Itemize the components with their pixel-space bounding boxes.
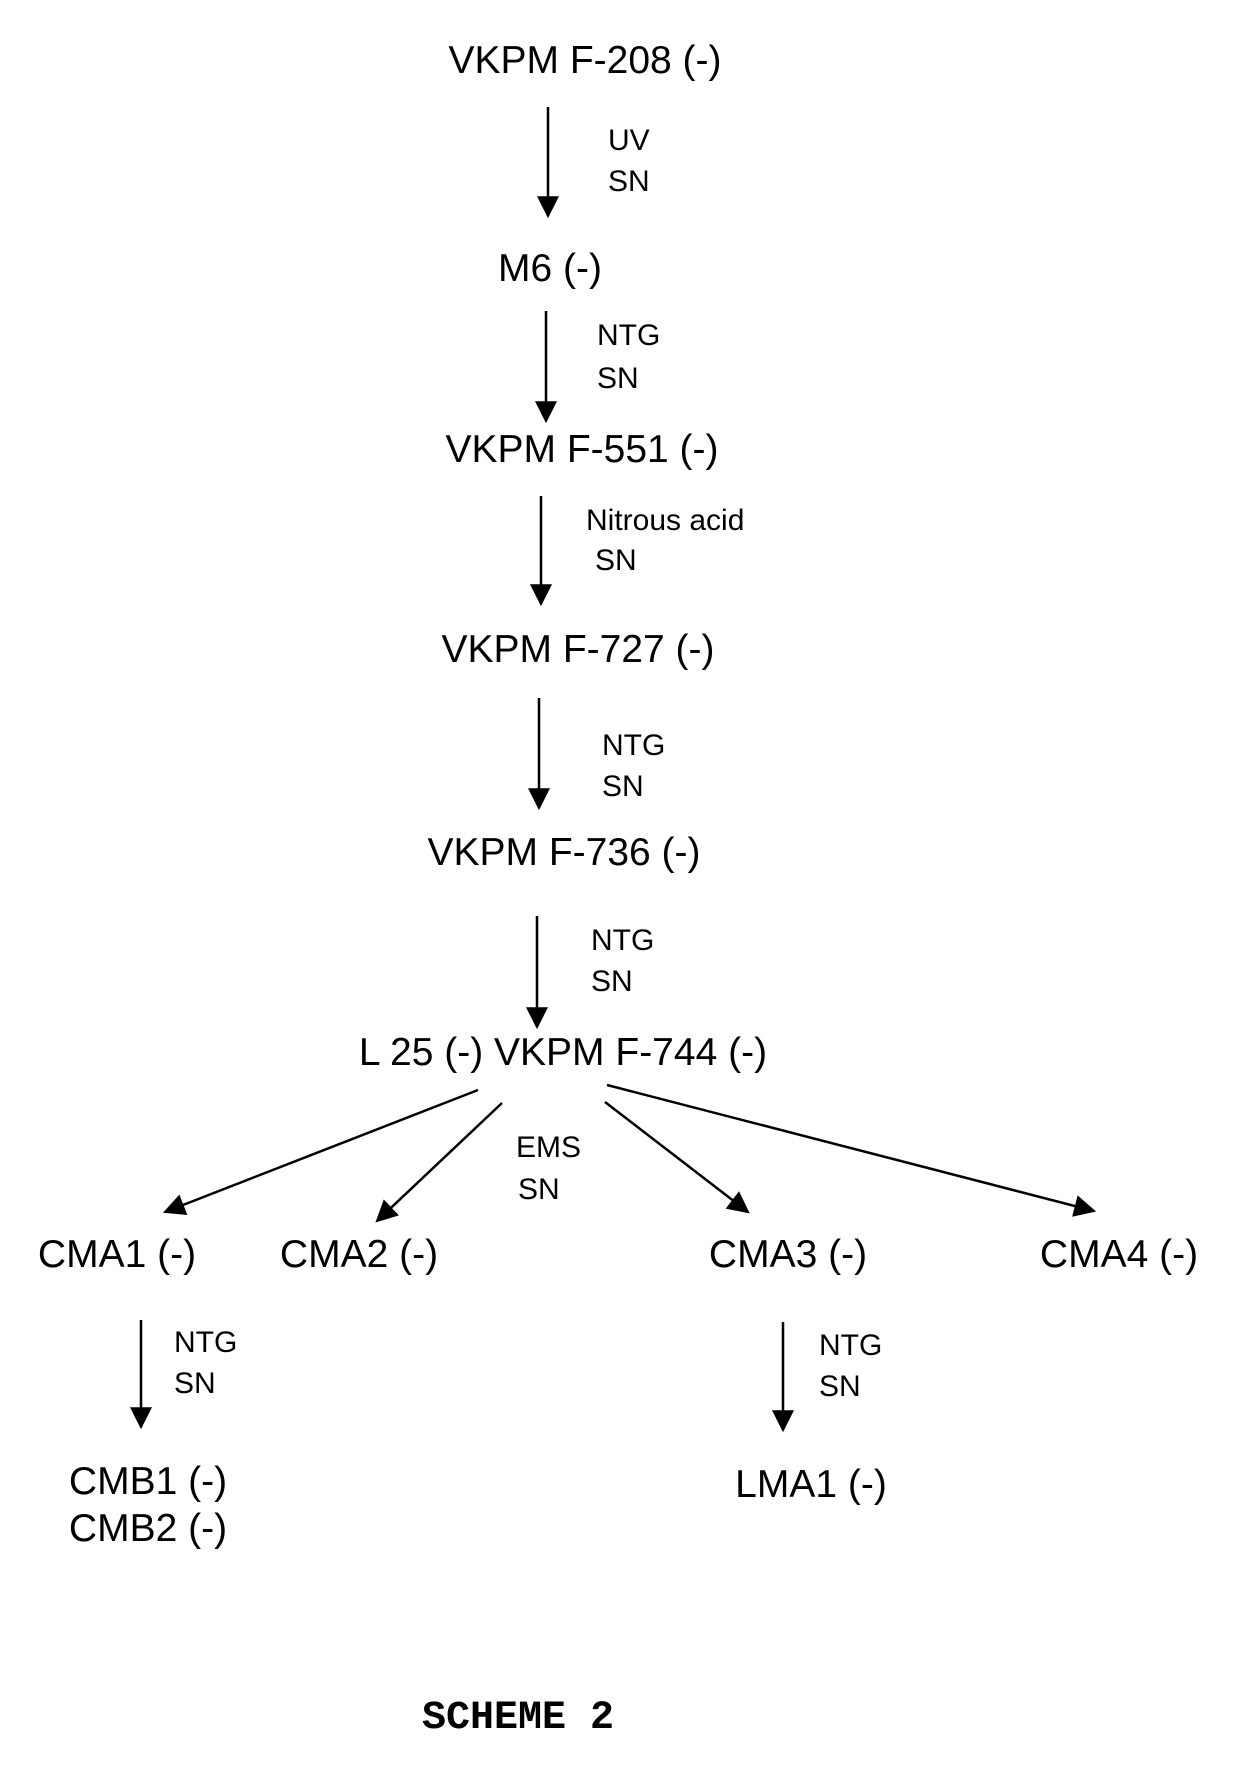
node-cma1: CMA1 (-)	[38, 1233, 196, 1276]
arrow-l25-to-cma2	[377, 1103, 502, 1221]
node-cmb1: CMB1 (-)	[69, 1460, 227, 1503]
node-lma1: LMA1 (-)	[735, 1463, 887, 1506]
step-1-method: SN	[608, 165, 650, 198]
step-3-method: SN	[595, 544, 637, 577]
arrow-l25-to-cma3	[605, 1102, 748, 1212]
node-cmb2: CMB2 (-)	[69, 1507, 227, 1550]
node-l25-vkpm-f-744: L 25 (-) VKPM F-744 (-)	[359, 1031, 767, 1074]
node-vkpm-f-736: VKPM F-736 (-)	[427, 831, 700, 874]
node-cma3: CMA3 (-)	[709, 1233, 867, 1276]
arrow-l25-to-cma1	[165, 1090, 478, 1212]
step-1-agent: UV	[608, 124, 650, 157]
step-7-agent: NTG	[174, 1326, 237, 1359]
arrow-l25-to-cma4	[607, 1085, 1094, 1211]
step-8-agent: NTG	[819, 1329, 882, 1362]
step-5-method: SN	[591, 965, 633, 998]
step-6-method: SN	[518, 1173, 560, 1206]
node-vkpm-f-727: VKPM F-727 (-)	[441, 628, 714, 671]
node-cma4: CMA4 (-)	[1040, 1233, 1198, 1276]
step-4-agent: NTG	[602, 729, 665, 762]
step-2-agent: NTG	[597, 319, 660, 352]
step-4-method: SN	[602, 770, 644, 803]
node-cma2: CMA2 (-)	[280, 1233, 438, 1276]
step-7-method: SN	[174, 1367, 216, 1400]
step-3-agent: Nitrous acid	[586, 504, 744, 537]
step-5-agent: NTG	[591, 924, 654, 957]
step-2-method: SN	[597, 362, 639, 395]
step-6-agent: EMS	[516, 1131, 581, 1164]
node-vkpm-f-208: VKPM F-208 (-)	[448, 39, 721, 82]
node-vkpm-f-551: VKPM F-551 (-)	[445, 428, 718, 471]
node-m6: M6 (-)	[498, 247, 602, 290]
scheme-caption: SCHEME 2	[422, 1696, 614, 1741]
step-8-method: SN	[819, 1370, 861, 1403]
